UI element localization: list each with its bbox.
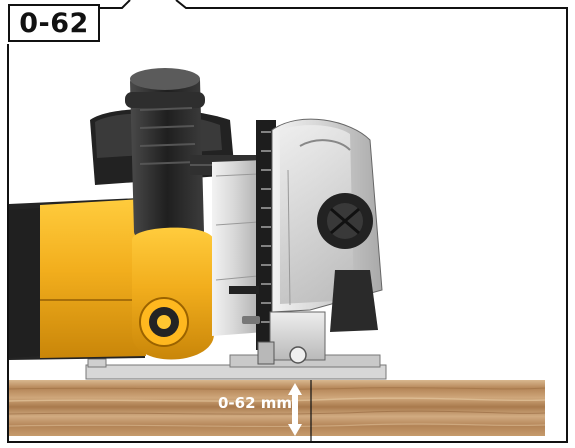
depth-scale-icon [229,120,276,350]
frame-border [7,0,568,443]
figure-label: 0-62 [8,4,100,42]
wood-board [8,380,546,442]
handle [125,68,205,247]
double-arrow-icon [288,383,302,436]
blade-guard [257,118,383,365]
depth-measurement-label: 0-62 mm [217,394,292,412]
base-plate [85,354,387,380]
